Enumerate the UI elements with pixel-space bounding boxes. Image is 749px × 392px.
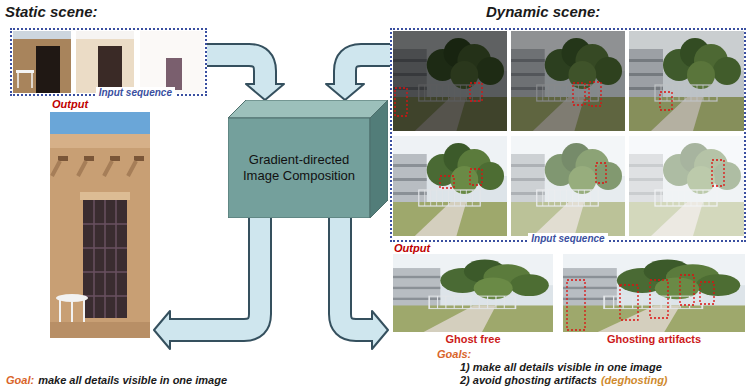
- node-text: Input sequence: [96, 87, 175, 99]
- goal-text: make all details visible in one image: [38, 374, 227, 387]
- dynamic-output-images: [393, 254, 745, 332]
- node-text: Gradient-directed Image Composition: [237, 152, 361, 184]
- node-text: Input sequence: [528, 233, 607, 245]
- scene-heading: Static scene:: [5, 3, 98, 21]
- node-text: Ghost free: [445, 333, 500, 346]
- dynamic-input-images: [393, 31, 744, 236]
- input-frame: Input sequence: [10, 28, 207, 96]
- goal-text: 1) make all details visible in one image: [460, 361, 662, 374]
- block-arrow: [207, 55, 284, 100]
- output-image: Output: [48, 98, 152, 342]
- block-arrow: [154, 218, 260, 349]
- goal-key: Goal:: [6, 374, 34, 387]
- static-input-images: [13, 31, 204, 93]
- block-arrow: [340, 218, 388, 349]
- output-group: OutputGhost free Ghosting artifacts: [390, 242, 746, 348]
- goal-key: Goals:: [437, 348, 471, 361]
- node-text: Ghosting artifacts: [607, 333, 701, 346]
- block-arrow: [326, 55, 390, 100]
- goal-note: (deghosting): [601, 374, 668, 387]
- node-text: Output: [48, 98, 152, 111]
- goal-text: 2) avoid ghosting artifacts: [460, 374, 597, 387]
- node-text: Output: [390, 242, 746, 255]
- process-box: Gradient-directed Image Composition: [228, 100, 388, 218]
- output-image: Ghosting artifacts: [563, 254, 745, 346]
- output-image: Ghost free: [393, 254, 553, 346]
- input-frame: Input sequence: [390, 28, 746, 242]
- static-output-image: [50, 112, 150, 338]
- scene-heading: Dynamic scene:: [486, 3, 600, 21]
- moving-object-marks: [395, 82, 724, 188]
